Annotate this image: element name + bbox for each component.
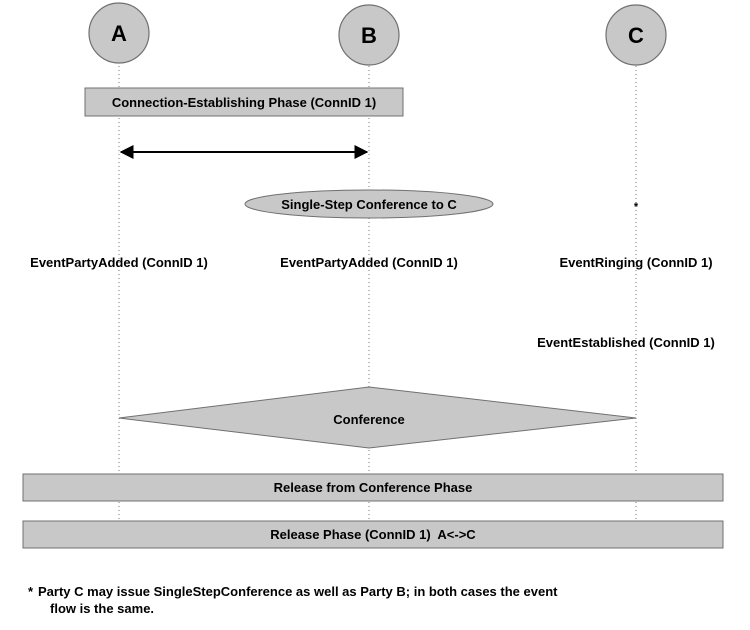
party-c-label: C: [628, 23, 644, 48]
single-step-conference-ellipse: [244, 189, 494, 219]
release-phase: Release Phase (ConnID 1) A<->C: [22, 520, 724, 549]
release-from-conference-phase: Release from Conference Phase: [22, 473, 724, 502]
party-c-circle: [605, 4, 667, 66]
event-established-c: EventEstablished (ConnID 1): [537, 335, 715, 350]
party-b-label: B: [361, 23, 377, 48]
conference-label: Conference: [333, 412, 405, 427]
footnote-marker: *: [28, 584, 34, 599]
party-a-label: A: [111, 21, 127, 46]
party-b: B: [338, 4, 400, 66]
party-c: C: [605, 4, 667, 66]
event-party-added-a: EventPartyAdded (ConnID 1): [30, 255, 208, 270]
single-step-conference-label: Single-Step Conference to C: [281, 197, 457, 212]
connection-establishing-label: Connection-Establishing Phase (ConnID 1): [112, 95, 376, 110]
event-ringing-c: EventRinging (ConnID 1): [559, 255, 712, 270]
release-from-conference-label: Release from Conference Phase: [274, 480, 473, 495]
conference-diamond: [118, 386, 637, 449]
party-a-circle: [88, 2, 150, 64]
party-b-circle: [338, 4, 400, 66]
release-phase-label: Release Phase (ConnID 1) A<->C: [270, 527, 476, 542]
asterisk-marker: *: [634, 201, 639, 213]
release-phase-bar: [22, 520, 724, 549]
footnote: * Party C may issue SingleStepConference…: [28, 583, 708, 617]
connection-establishing-box: [84, 87, 404, 117]
release-from-conference-bar: [22, 473, 724, 502]
footnote-line-2: flow is the same.: [50, 601, 155, 616]
party-a: A: [88, 2, 150, 64]
single-step-conference: Single-Step Conference to C: [244, 189, 494, 219]
footnote-line-1: Party C may issue SingleStepConference a…: [38, 584, 558, 599]
connection-establishing-phase: Connection-Establishing Phase (ConnID 1): [84, 87, 404, 117]
conference: Conference: [118, 386, 637, 449]
event-party-added-b: EventPartyAdded (ConnID 1): [280, 255, 458, 270]
